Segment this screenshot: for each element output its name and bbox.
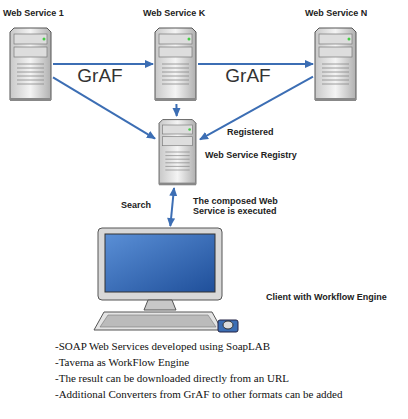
server-node: Web Service 1 <box>3 8 93 104</box>
connector-arrow <box>170 188 174 226</box>
connector-arrow <box>53 77 155 138</box>
node-label: Web Service K <box>143 8 205 18</box>
note-line: -Additional Converters from GrAF to othe… <box>55 388 342 400</box>
edge-label: GrAF <box>75 66 124 86</box>
server-icon <box>153 24 198 104</box>
annotation: The composed Web Service is executed <box>192 196 304 216</box>
node-label: Web Service N <box>305 8 367 18</box>
annotation: Registered <box>226 127 275 137</box>
connector-arrow <box>175 104 177 116</box>
node-label: Client with Workflow Engine <box>266 292 387 302</box>
server-icon <box>155 116 200 188</box>
client-computer: Client with Workflow Engine <box>60 226 400 338</box>
node-label: Web Service Registry <box>205 150 297 160</box>
note-line: -The result can be downloaded directly f… <box>55 372 289 384</box>
computer-icon <box>90 226 240 336</box>
node-label: Web Service 1 <box>3 8 64 18</box>
server-node: Web Service K <box>140 8 230 104</box>
annotation: Search <box>120 200 152 210</box>
note-line: -SOAP Web Services developed using SoapL… <box>55 340 270 352</box>
edge-label: GrAF <box>223 66 272 86</box>
connector-arrow <box>198 63 313 65</box>
server-node: Web Service N <box>285 8 395 104</box>
server-icon <box>8 24 53 104</box>
note-line: -Taverna as WorkFlow Engine <box>55 356 189 368</box>
connector-arrow <box>53 63 153 65</box>
server-icon <box>313 24 358 104</box>
